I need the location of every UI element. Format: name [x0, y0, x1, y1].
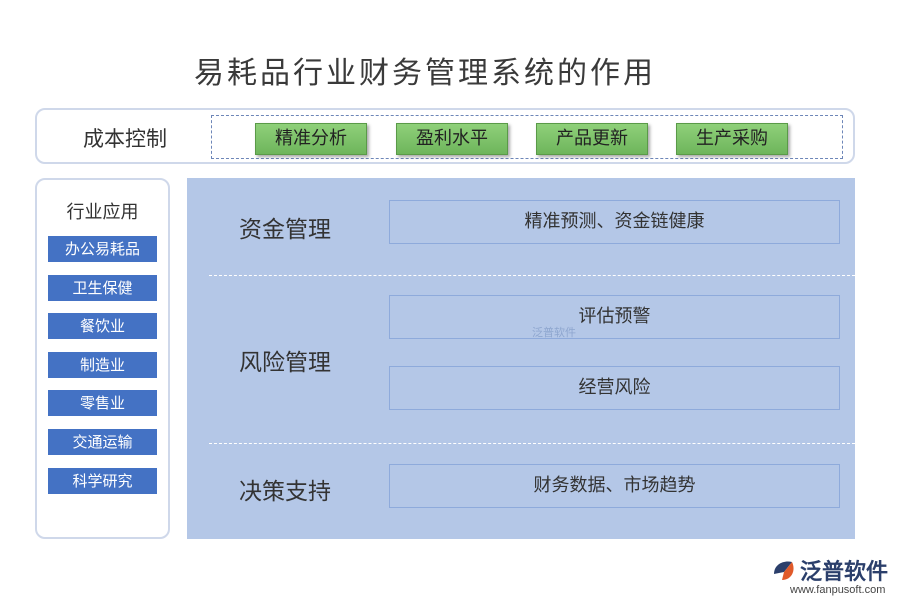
industry-item: 餐饮业 — [48, 313, 157, 339]
industry-item: 制造业 — [48, 352, 157, 378]
cost-item-production-purchase: 生产采购 — [676, 123, 788, 155]
section-divider — [209, 443, 855, 444]
section-divider — [209, 275, 855, 276]
cost-control-label: 成本控制 — [83, 127, 167, 151]
function-panel: 资金管理 精准预测、资金链健康 评估预警 泛普软件 风险管理 经营风险 决策支持… — [187, 178, 855, 539]
watermark: 泛普软件 — [532, 326, 576, 339]
industry-title: 行业应用 — [66, 202, 139, 223]
brand-logo: 泛普软件 www.fanpusoft.com — [770, 554, 898, 598]
industry-item: 交通运输 — [48, 429, 157, 455]
section-label-decision: 决策支持 — [239, 479, 331, 505]
brand-logo-icon — [774, 561, 794, 580]
diagram-title: 易耗品行业财务管理系统的作用 — [194, 56, 656, 91]
cost-item-profit-level: 盈利水平 — [396, 123, 508, 155]
industry-item: 零售业 — [48, 390, 157, 416]
brand-name: 泛普软件 — [800, 560, 889, 585]
industry-item: 办公易耗品 — [48, 236, 157, 262]
section-label-fund: 资金管理 — [239, 217, 331, 243]
industry-item: 科学研究 — [48, 468, 157, 494]
section-box: 评估预警 — [389, 295, 840, 339]
brand-url: www.fanpusoft.com — [790, 584, 886, 596]
cost-control-items: 精准分析 盈利水平 产品更新 生产采购 — [211, 115, 843, 159]
industry-panel: 行业应用 办公易耗品 卫生保健 餐饮业 制造业 零售业 交通运输 科学研究 — [35, 178, 170, 539]
section-label-risk: 风险管理 — [239, 350, 331, 376]
cost-item-precise-analysis: 精准分析 — [255, 123, 367, 155]
section-box: 财务数据、市场趋势 — [389, 464, 840, 508]
section-box: 经营风险 — [389, 366, 840, 410]
cost-control-panel: 成本控制 精准分析 盈利水平 产品更新 生产采购 — [35, 108, 855, 164]
industry-item: 卫生保健 — [48, 275, 157, 301]
section-box: 精准预测、资金链健康 — [389, 200, 840, 244]
cost-item-product-update: 产品更新 — [536, 123, 648, 155]
